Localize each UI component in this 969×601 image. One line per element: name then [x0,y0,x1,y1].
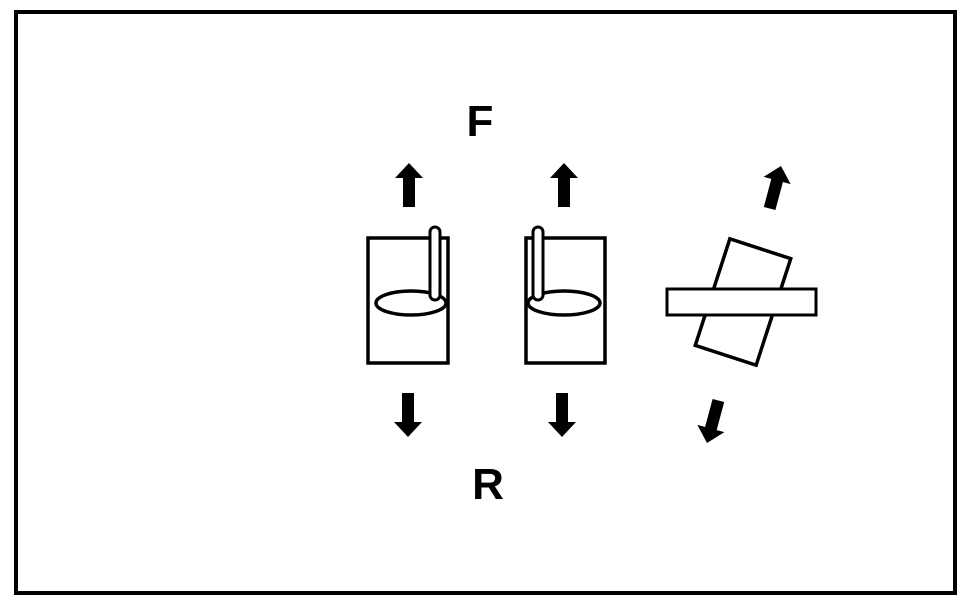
up-arrow-right [756,162,795,213]
down-arrow-right [693,396,732,447]
diagram-frame [14,10,957,595]
lever-base-middle [526,289,602,317]
lever-crossbar-right [665,287,818,317]
lever-middle [524,225,607,365]
lever-left [366,225,450,365]
reverse-label: R [472,460,504,509]
lever-shaft-left [428,225,442,302]
down-arrow-left [394,393,422,437]
forward-label: F [467,97,494,146]
lever-base-left [374,289,448,317]
down-arrow-middle [548,393,576,437]
up-arrow-middle [550,163,578,207]
lever-right [665,236,818,368]
up-arrow-left [395,163,423,207]
lever-shaft-middle [531,225,545,302]
